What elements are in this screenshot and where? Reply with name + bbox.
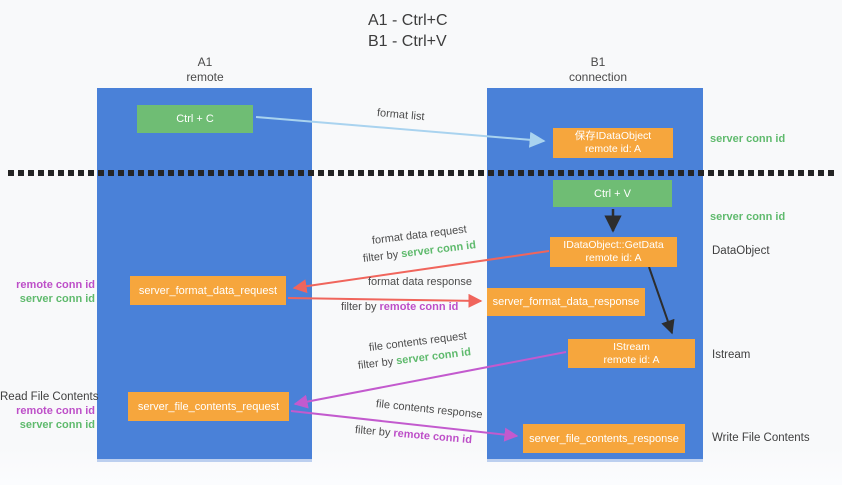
node-server-file-contents-response-label: server_file_contents_response [529,432,679,445]
node-save-idataobject-title: 保存IDataObject [574,130,652,142]
label-remote-conn-id-top-left: remote conn id [16,279,95,291]
filter-by-text: filter by [354,424,391,440]
node-idataobject-getdata: IDataObject::GetData remote id: A [550,237,677,267]
lifeline-b1-header: B1 connection [538,55,658,85]
label-server-conn-id-top-right: server conn id [710,133,786,145]
label-server-conn-id-top-left: server conn id [19,293,95,305]
node-server-format-data-response-label: server_format_data_response [492,296,640,308]
node-ctrl-c-label: Ctrl + C [176,113,214,125]
edge-label-format-response-filter: filter by remote conn id [341,301,458,313]
filter-by-text: filter by [362,248,399,265]
edge-label-format-data-response: format data response [368,276,472,288]
node-ctrl-c: Ctrl + C [137,105,253,133]
label-istream: Istream [712,349,751,361]
label-server-conn-id-bottom-left: server conn id [19,419,95,431]
node-save-idataobject-remote-id: remote id: A [584,143,642,155]
label-group-format-conn-ids: remote conn id server conn id [0,278,95,306]
node-istream-title: IStream [613,340,650,353]
node-save-idataobject: 保存IDataObject remote id: A [553,128,673,158]
node-server-format-data-request-label: server_format_data_request [138,284,278,297]
lifeline-a1-header: A1 remote [145,55,265,85]
title-line-b1: B1 - Ctrl+V [368,33,447,50]
remote-conn-id-text: remote conn id [392,427,473,447]
remote-conn-id-text: remote conn id [379,301,459,313]
node-ctrl-v-label: Ctrl + V [594,187,631,200]
label-remote-conn-id-bottom-left: remote conn id [16,405,95,417]
label-dataobject: DataObject [712,245,770,257]
label-server-conn-id-mid-right: server conn id [710,211,786,223]
node-ctrl-v: Ctrl + V [553,180,672,207]
lifeline-a1-subtitle: remote [186,70,224,84]
edge-label-format-list: format list [376,107,426,124]
node-istream-remote-id: remote id: A [603,353,660,366]
diagram-title: A1 - Ctrl+C B1 - Ctrl+V [368,10,448,52]
node-server-format-data-request: server_format_data_request [130,276,286,305]
node-server-file-contents-request-label: server_file_contents_request [137,400,280,413]
label-read-file-contents: Read File Contents [0,391,99,403]
filter-by-text: filter by [357,355,394,372]
node-idataobject-getdata-remote-id: remote id: A [585,252,642,264]
session-separator-line [8,170,834,176]
node-idataobject-getdata-title: IDataObject::GetData [563,239,664,251]
label-group-file-conn-ids: Read File Contents remote conn id server… [0,390,99,432]
node-server-file-contents-request: server_file_contents_request [128,392,289,421]
node-server-file-contents-response: server_file_contents_response [523,424,685,453]
node-server-format-data-response: server_format_data_response [487,288,645,316]
title-line-a1: A1 - Ctrl+C [368,12,448,29]
lifeline-a1-name: A1 [197,55,213,69]
lifeline-b1-subtitle: connection [568,70,628,84]
node-istream: IStream remote id: A [568,339,695,368]
lifeline-b1-name: B1 [590,55,606,69]
label-write-file-contents: Write File Contents [712,432,810,444]
edge-label-file-response-filter: filter by remote conn id [354,424,472,446]
server-conn-id-text: server conn id [400,239,477,261]
filter-by-text: filter by [341,301,377,313]
edge-label-file-contents-response: file contents response [375,398,484,422]
